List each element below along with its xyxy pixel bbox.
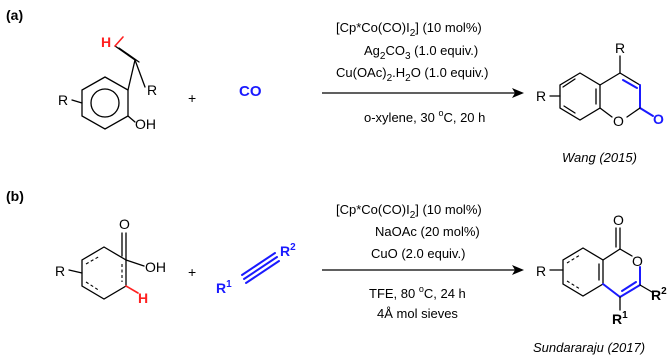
scheme-b-ring-r: R [55,263,65,279]
scheme-b-acid-o: O [119,216,130,232]
scheme-b-sieves: 4Å mol sieves [377,306,458,321]
scheme-b-product: O O R2 R1 R [536,212,667,327]
scheme-a-conditions: [Cp*Co(CO)I2] (10 mol%) Ag2CO3 (1.0 equi… [336,20,488,125]
scheme-a-product-r-left: R [536,88,546,104]
scheme-b-alkyne-r1: R1 [216,279,232,296]
scheme-b-product-r2: R2 [651,286,667,303]
scheme-a-product: O O R R [536,40,664,129]
scheme-b-h-label: H [138,290,148,306]
scheme-a-reactant: H R OH R [58,34,157,132]
scheme-a-product-ring-o: O [613,113,624,129]
scheme-a-plus: + [188,90,196,106]
scheme-b-alkyne-r2: R2 [280,242,296,259]
scheme-a-arrow [322,88,524,98]
scheme-b-solvent: TFE, 80 oC, 24 h [369,284,466,301]
scheme-b-oxidant: CuO (2.0 equiv.) [371,246,465,261]
scheme-a-catalyst: [Cp*Co(CO)I2] (10 mol%) [336,20,482,39]
scheme-b-catalyst: [Cp*Co(CO)I2] (10 mol%) [336,202,482,221]
scheme-b-product-r1: R1 [612,310,628,327]
scheme-a-oxidant: Ag2CO3 (1.0 equiv.) [364,43,478,62]
scheme-b-label: (b) [6,188,24,204]
scheme-a-alkene-r: R [147,82,157,98]
scheme-a-label: (a) [6,7,23,23]
scheme-a-h-label: H [101,34,111,50]
scheme-a-product-r-top: R [615,40,625,56]
scheme-a-citation: Wang (2015) [562,150,637,165]
scheme-a-additive: Cu(OAc)2.H2O (1.0 equiv.) [336,65,488,84]
scheme-b-product-r-left: R [536,263,546,279]
scheme-b-acid-oh: OH [145,259,166,275]
scheme-b-citation: Sundararaju (2017) [533,340,645,355]
scheme-b-conditions: [Cp*Co(CO)I2] (10 mol%) NaOAc (20 mol%) … [336,202,482,321]
scheme-a-product-carbonyl-o: O [653,111,664,127]
scheme-a-solvent: o-xylene, 30 oC, 20 h [364,108,485,125]
scheme-b-alkyne: R1 R2 [216,242,296,296]
scheme-b-reactant: O OH H R [55,216,166,306]
scheme-a-co-reagent: CO [239,83,262,100]
scheme-a-ring-r: R [58,92,68,108]
scheme-a-oh-label: OH [135,116,156,132]
scheme-b-product-ring-o: O [632,253,643,269]
scheme-b-arrow [322,265,524,275]
scheme-b-plus: + [188,264,196,280]
scheme-b-base: NaOAc (20 mol%) [375,224,480,239]
scheme-b-product-carbonyl-o: O [613,212,624,228]
